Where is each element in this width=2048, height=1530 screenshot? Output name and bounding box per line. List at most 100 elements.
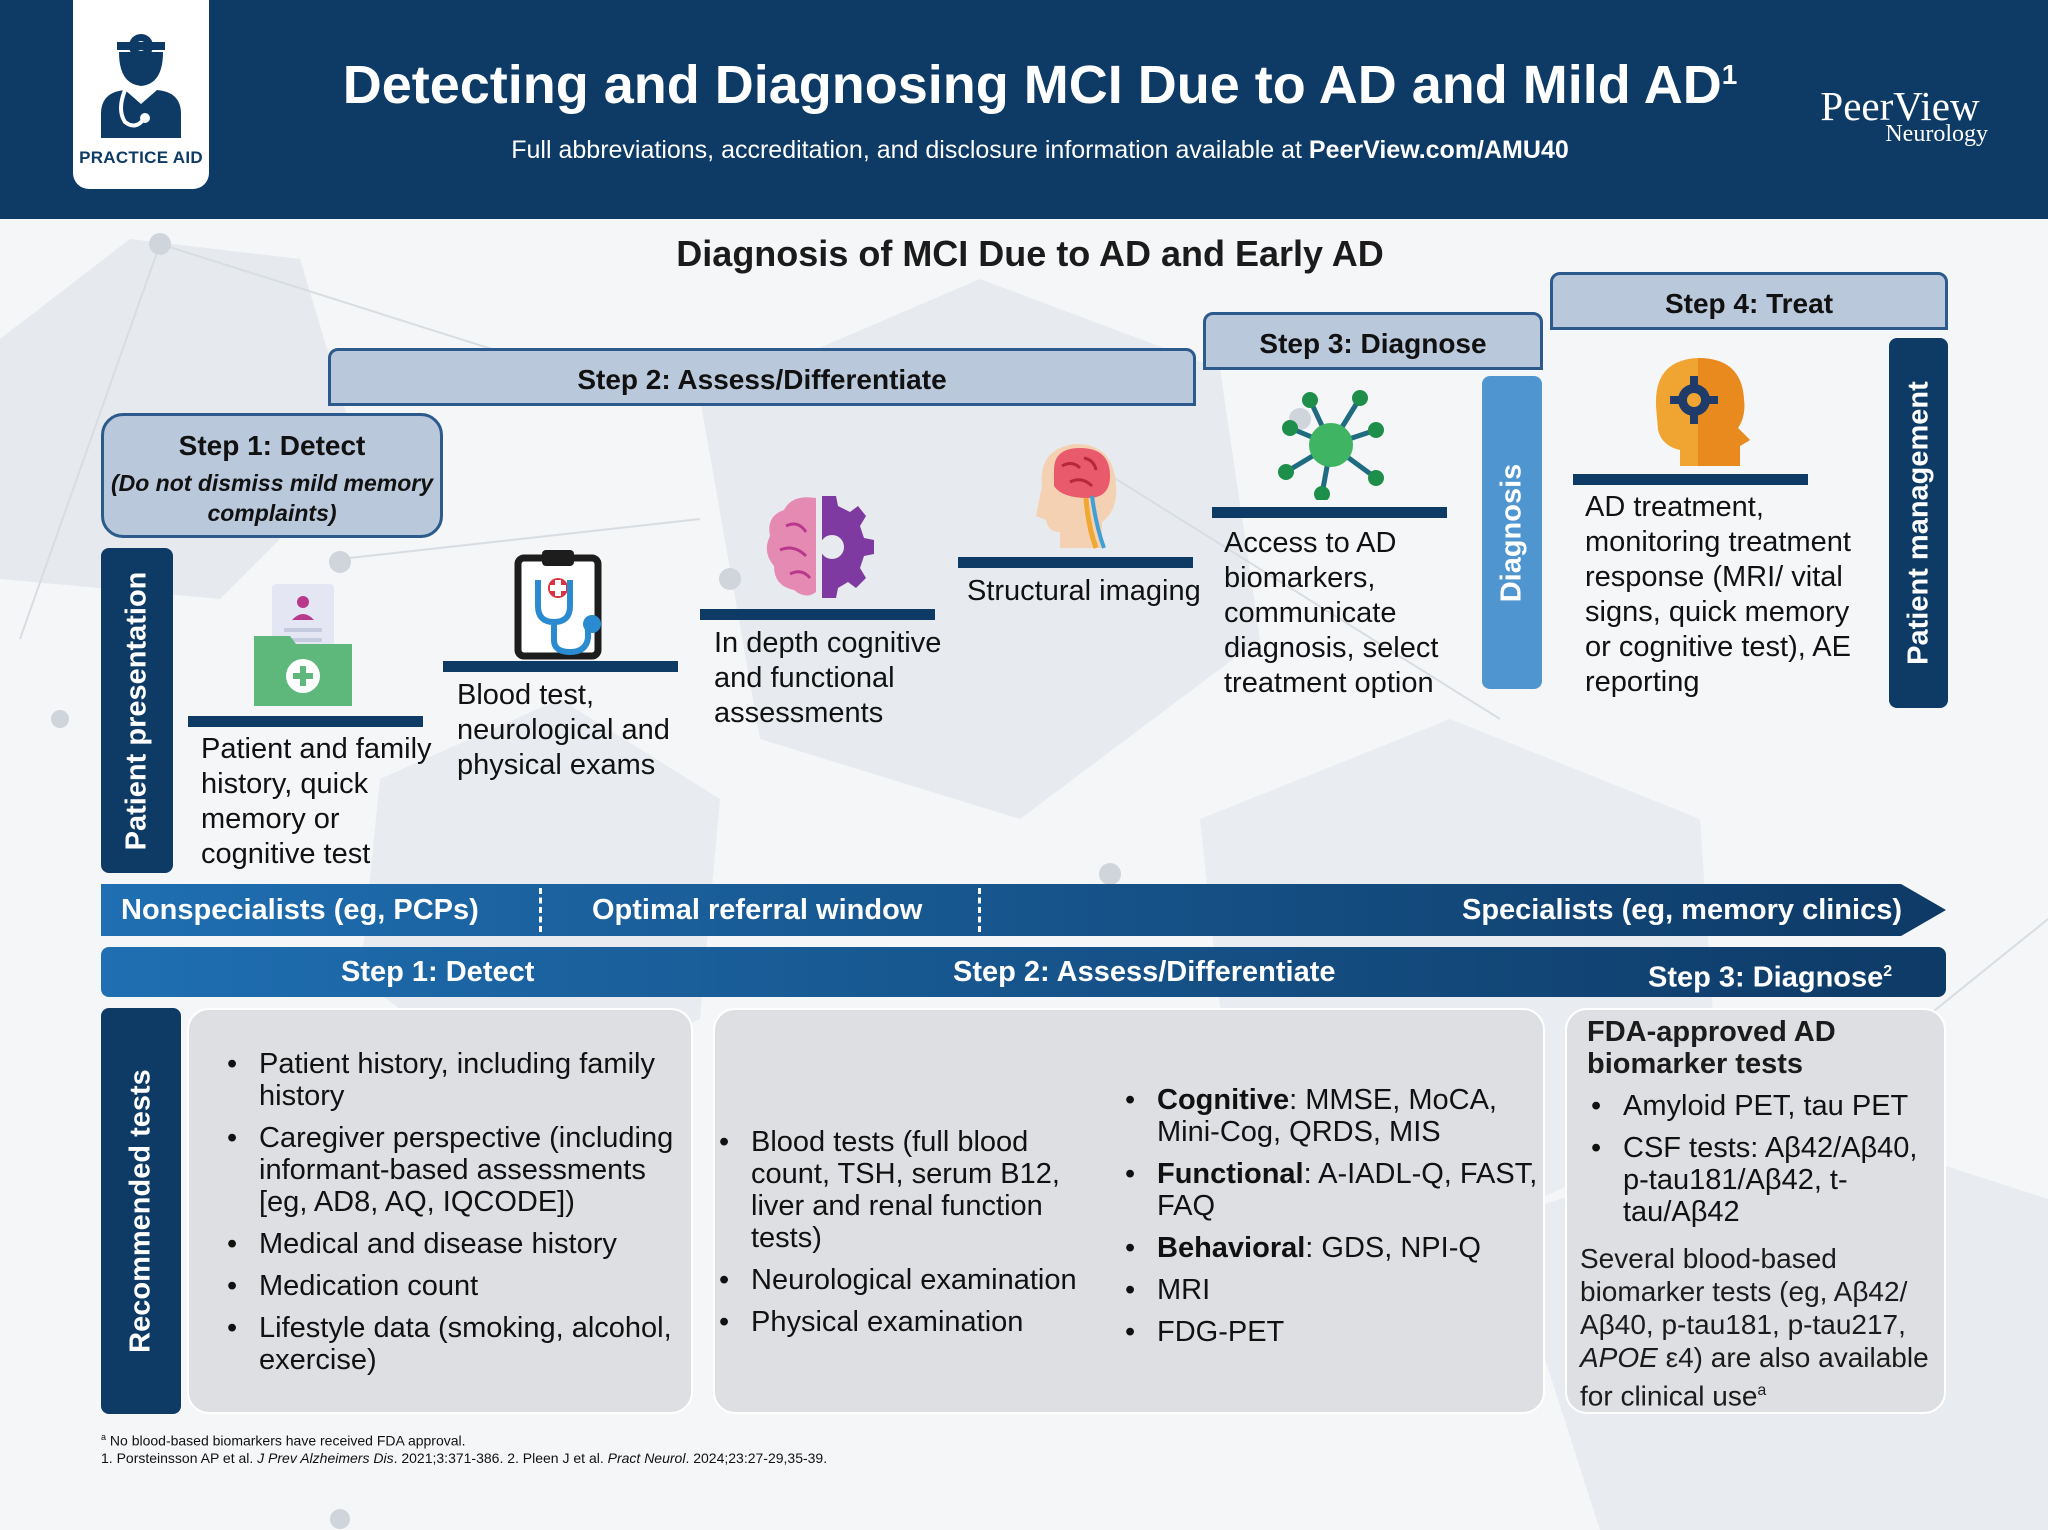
patient-folder-icon xyxy=(254,584,352,706)
brand-logo: PeerView xyxy=(1820,83,1980,129)
test-items: : A-IADL-Q, FAST, FAQ xyxy=(1157,1158,1538,1222)
list-item: CSF tests: Aβ42/Aβ40, p-tau181/Aβ42, t-t… xyxy=(1587,1132,1942,1228)
list-item: Medical and disease history xyxy=(223,1228,683,1260)
band-specialists: Specialists (eg, memory clinics) xyxy=(1461,894,1902,926)
band-referral-window: Optimal referral window xyxy=(592,894,923,926)
stair-1-text: Patient and family history, quick memory… xyxy=(201,733,432,870)
badge-label: PRACTICE AID xyxy=(79,148,203,167)
ref-journal: Pract Neurol xyxy=(607,1450,686,1466)
detect-tests-box: Patient history, including family histor… xyxy=(187,1008,693,1414)
molecule-network-icon xyxy=(1278,390,1384,500)
practice-aid-badge: PRACTICE AID xyxy=(73,0,209,189)
phase-detect: Step 1: Detect xyxy=(341,956,535,988)
list-item: Amyloid PET, tau PET xyxy=(1587,1090,1942,1122)
diagnosis-bar: Diagnosis xyxy=(1482,376,1542,689)
test-items: MRI xyxy=(1157,1274,1211,1306)
list-item: Behavioral: GDS, NPI-Q xyxy=(1121,1232,1541,1264)
clipboard-stethoscope-icon xyxy=(514,550,602,660)
stair-line-5 xyxy=(1212,507,1447,518)
phase-bar: Step 1: Detect Step 2: Assess/Differenti… xyxy=(101,947,1946,997)
list-item: Caregiver perspective (including informa… xyxy=(223,1122,683,1218)
list-item: Patient history, including family histor… xyxy=(223,1048,683,1112)
step1-header: Step 1: Detect (Do not dismiss mild memo… xyxy=(101,413,443,538)
note-footnote-marker: a xyxy=(1757,1382,1767,1399)
title-footnote-marker: 1 xyxy=(1721,59,1738,90)
test-items: : GDS, NPI-Q xyxy=(1305,1232,1481,1264)
list-item: FDG-PET xyxy=(1121,1316,1541,1348)
list-item: Physical examination xyxy=(715,1306,1115,1338)
list-item: MRI xyxy=(1121,1274,1541,1306)
brain-gear-icon xyxy=(766,496,874,598)
stair-3-text: In depth cognitive and functional assess… xyxy=(714,627,942,729)
stair-2-text: Blood test, neurological and physical ex… xyxy=(457,679,670,781)
note-text: Several blood-based biomarker tests (eg,… xyxy=(1580,1243,1908,1340)
test-category: Behavioral xyxy=(1157,1232,1306,1264)
list-item: Blood tests (full blood count, TSH, seru… xyxy=(715,1126,1115,1254)
page-title: Detecting and Diagnosing MCI Due to AD a… xyxy=(300,54,1780,116)
band-divider-2 xyxy=(978,888,981,932)
step3-header: Step 3: Diagnose xyxy=(1203,312,1543,370)
test-category: Functional xyxy=(1157,1158,1304,1190)
brand-subtitle: Neurology xyxy=(1885,121,1988,147)
step4-header: Step 4: Treat xyxy=(1550,272,1948,330)
subtitle-link[interactable]: PeerView.com/AMU40 xyxy=(1308,136,1569,164)
stair-line-6 xyxy=(1573,474,1808,485)
footnote-references: 1. Porsteinsson AP et al. J Prev Alzheim… xyxy=(101,1450,827,1466)
list-item: Functional: A-IADL-Q, FAST, FAQ xyxy=(1121,1158,1541,1222)
head-brain-scan-icon xyxy=(1036,444,1117,549)
footnote-a-text: No blood-based biomarkers have received … xyxy=(106,1432,466,1449)
assess-tests-list-left: Blood tests (full blood count, TSH, seru… xyxy=(715,1126,1115,1348)
stair-5-text: Access to AD biomarkers, communicate dia… xyxy=(1224,527,1439,699)
patient-management-label: Patient management xyxy=(1902,381,1934,665)
header-banner xyxy=(0,0,2048,219)
diagnosis-label: Diagnosis xyxy=(1495,463,1528,602)
ref-journal: J Prev Alzheimers Dis xyxy=(257,1450,394,1466)
footnote-a-marker: a xyxy=(101,1432,107,1442)
page-subtitle: Full abbreviations, accreditation, and d… xyxy=(300,136,1780,165)
step1-note: (Do not dismiss mild memory complaints) xyxy=(110,470,434,526)
assess-tests-list-right: Cognitive: MMSE, MoCA, Mini-Cog, QRDS, M… xyxy=(1121,1084,1541,1358)
band-divider-1 xyxy=(539,888,542,932)
test-items: : MMSE, MoCA, Mini-Cog, QRDS, MIS xyxy=(1157,1084,1497,1148)
patient-presentation-label: Patient presentation xyxy=(120,571,153,850)
stair-6-text: AD treatment, monitoring treatment respo… xyxy=(1585,491,1851,698)
page-title-text: Detecting and Diagnosing MCI Due to AD a… xyxy=(342,55,1722,115)
diagnose-tests-list: Amyloid PET, tau PET CSF tests: Aβ42/Aβ4… xyxy=(1587,1090,1942,1238)
test-items: FDG-PET xyxy=(1157,1316,1285,1348)
recommended-tests-label: Recommended tests xyxy=(124,1069,157,1353)
list-item: Cognitive: MMSE, MoCA, Mini-Cog, QRDS, M… xyxy=(1121,1084,1541,1148)
footnote-a: a No blood-based biomarkers have receive… xyxy=(101,1432,466,1449)
list-item: Neurological examination xyxy=(715,1264,1115,1296)
ref-text: . 2021;3:371-386. 2. Pleen J et al. xyxy=(393,1450,608,1466)
stair-line-3 xyxy=(700,609,935,620)
referral-arrow-band: Nonspecialists (eg, PCPs) Optimal referr… xyxy=(101,884,1946,936)
stair-line-1 xyxy=(188,716,423,727)
step1-title: Step 1: Detect xyxy=(178,430,366,461)
assess-tests-box: Blood tests (full blood count, TSH, seru… xyxy=(713,1008,1545,1414)
note-text-end: ε4) are also available for clinical use xyxy=(1580,1342,1929,1412)
diagnose-tests-box: FDA-approved AD biomarker tests Amyloid … xyxy=(1565,1008,1946,1414)
recommended-tests-bar: Recommended tests xyxy=(101,1008,181,1414)
phase-diagnose-footnote: 2 xyxy=(1883,963,1893,980)
stair-line-2 xyxy=(443,661,678,672)
stair-line-4 xyxy=(958,557,1193,568)
detect-tests-list: Patient history, including family histor… xyxy=(223,1048,683,1386)
test-category: Cognitive xyxy=(1157,1084,1290,1116)
diagram-title: Diagnosis of MCI Due to AD and Early AD xyxy=(676,233,1384,274)
fda-tests-title: FDA-approved AD biomarker tests xyxy=(1587,1016,1836,1080)
patient-presentation-bar: Patient presentation xyxy=(101,548,173,873)
list-item: Lifestyle data (smoking, alcohol, exerci… xyxy=(223,1312,683,1376)
phase-diagnose: Step 3: Diagnose2 xyxy=(1648,947,1892,997)
head-gear-icon xyxy=(1655,358,1750,466)
list-item: Medication count xyxy=(223,1270,683,1302)
blood-biomarker-note: Several blood-based biomarker tests (eg,… xyxy=(1580,1242,1935,1412)
referral-arrow xyxy=(101,884,1946,936)
phase-diagnose-text: Step 3: Diagnose xyxy=(1648,961,1884,994)
doctor-icon xyxy=(101,34,181,138)
step2-header: Step 2: Assess/Differentiate xyxy=(328,348,1196,406)
subtitle-text: Full abbreviations, accreditation, and d… xyxy=(511,136,1309,164)
ref-text: 1. Porsteinsson AP et al. xyxy=(101,1450,258,1466)
note-gene: APOE xyxy=(1580,1342,1658,1373)
band-nonspecialists: Nonspecialists (eg, PCPs) xyxy=(121,894,479,926)
phase-assess: Step 2: Assess/Differentiate xyxy=(953,956,1336,988)
